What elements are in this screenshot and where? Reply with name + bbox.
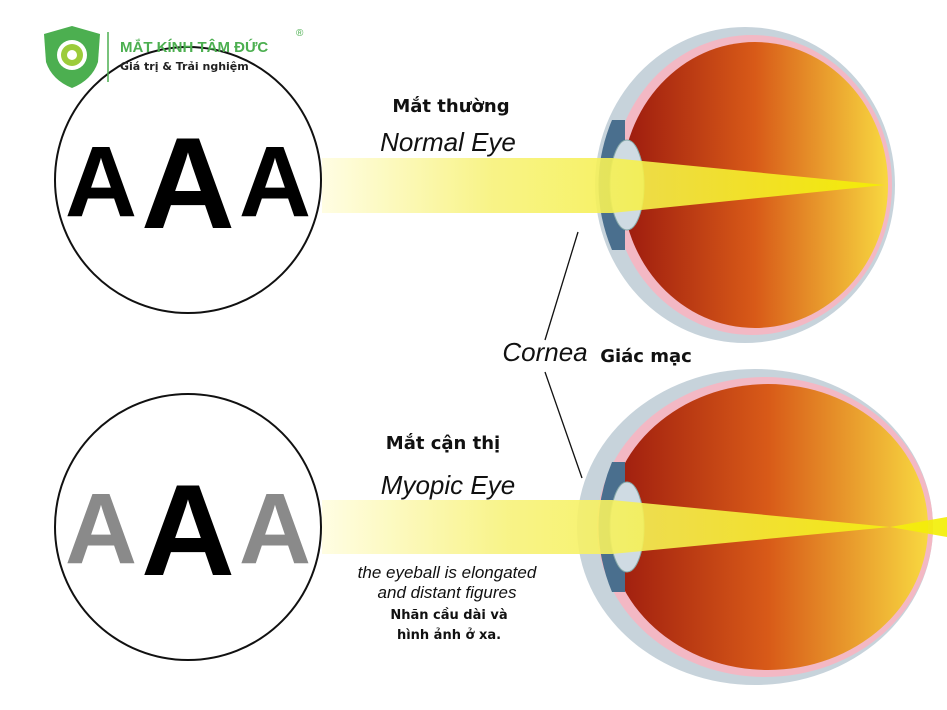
myopic-caption-en-2: and distant figures [378,583,517,602]
myopic-title-vn: Mắt cận thị [386,433,500,454]
myopic-letter-center: A [141,457,235,603]
cornea-pointer-bottom [544,371,583,479]
normal-letter-right: A [239,126,311,238]
normal-title-vn: Mắt thường [392,96,509,117]
myopic-caption-en-1: the eyeball is elongated [358,563,537,582]
normal-letter-center: A [141,110,235,256]
normal-light-beam [322,158,885,213]
brand-name: MẮT KÍNH TÂM ĐỨC [120,38,268,56]
normal-letter-left: A [65,126,137,238]
brand-tagline: Giá trị & Trải nghiệm [120,60,249,73]
cornea-pointer-top [544,231,579,341]
myopic-title-en: Myopic Eye [381,470,515,500]
myopic-light-beam [322,500,947,554]
brand-logo: MẮT KÍNH TÂM ĐỨC ® Giá trị & Trải nghiệm [44,26,304,88]
normal-vision-circle [54,46,322,314]
myopic-vision-circle [54,393,322,661]
myopic-caption-vn-2: hình ảnh ở xa. [397,628,501,643]
registered-mark: ® [296,28,304,39]
myopic-letter-left-blurred: A [65,473,137,585]
myopic-letter-right-blurred: A [239,473,311,585]
normal-title-en: Normal Eye [380,127,516,157]
cornea-label-en: Cornea [502,337,587,367]
cornea-label-vn: Giác mạc [600,346,692,367]
myopic-caption-vn-1: Nhãn cầu dài và [390,608,507,623]
